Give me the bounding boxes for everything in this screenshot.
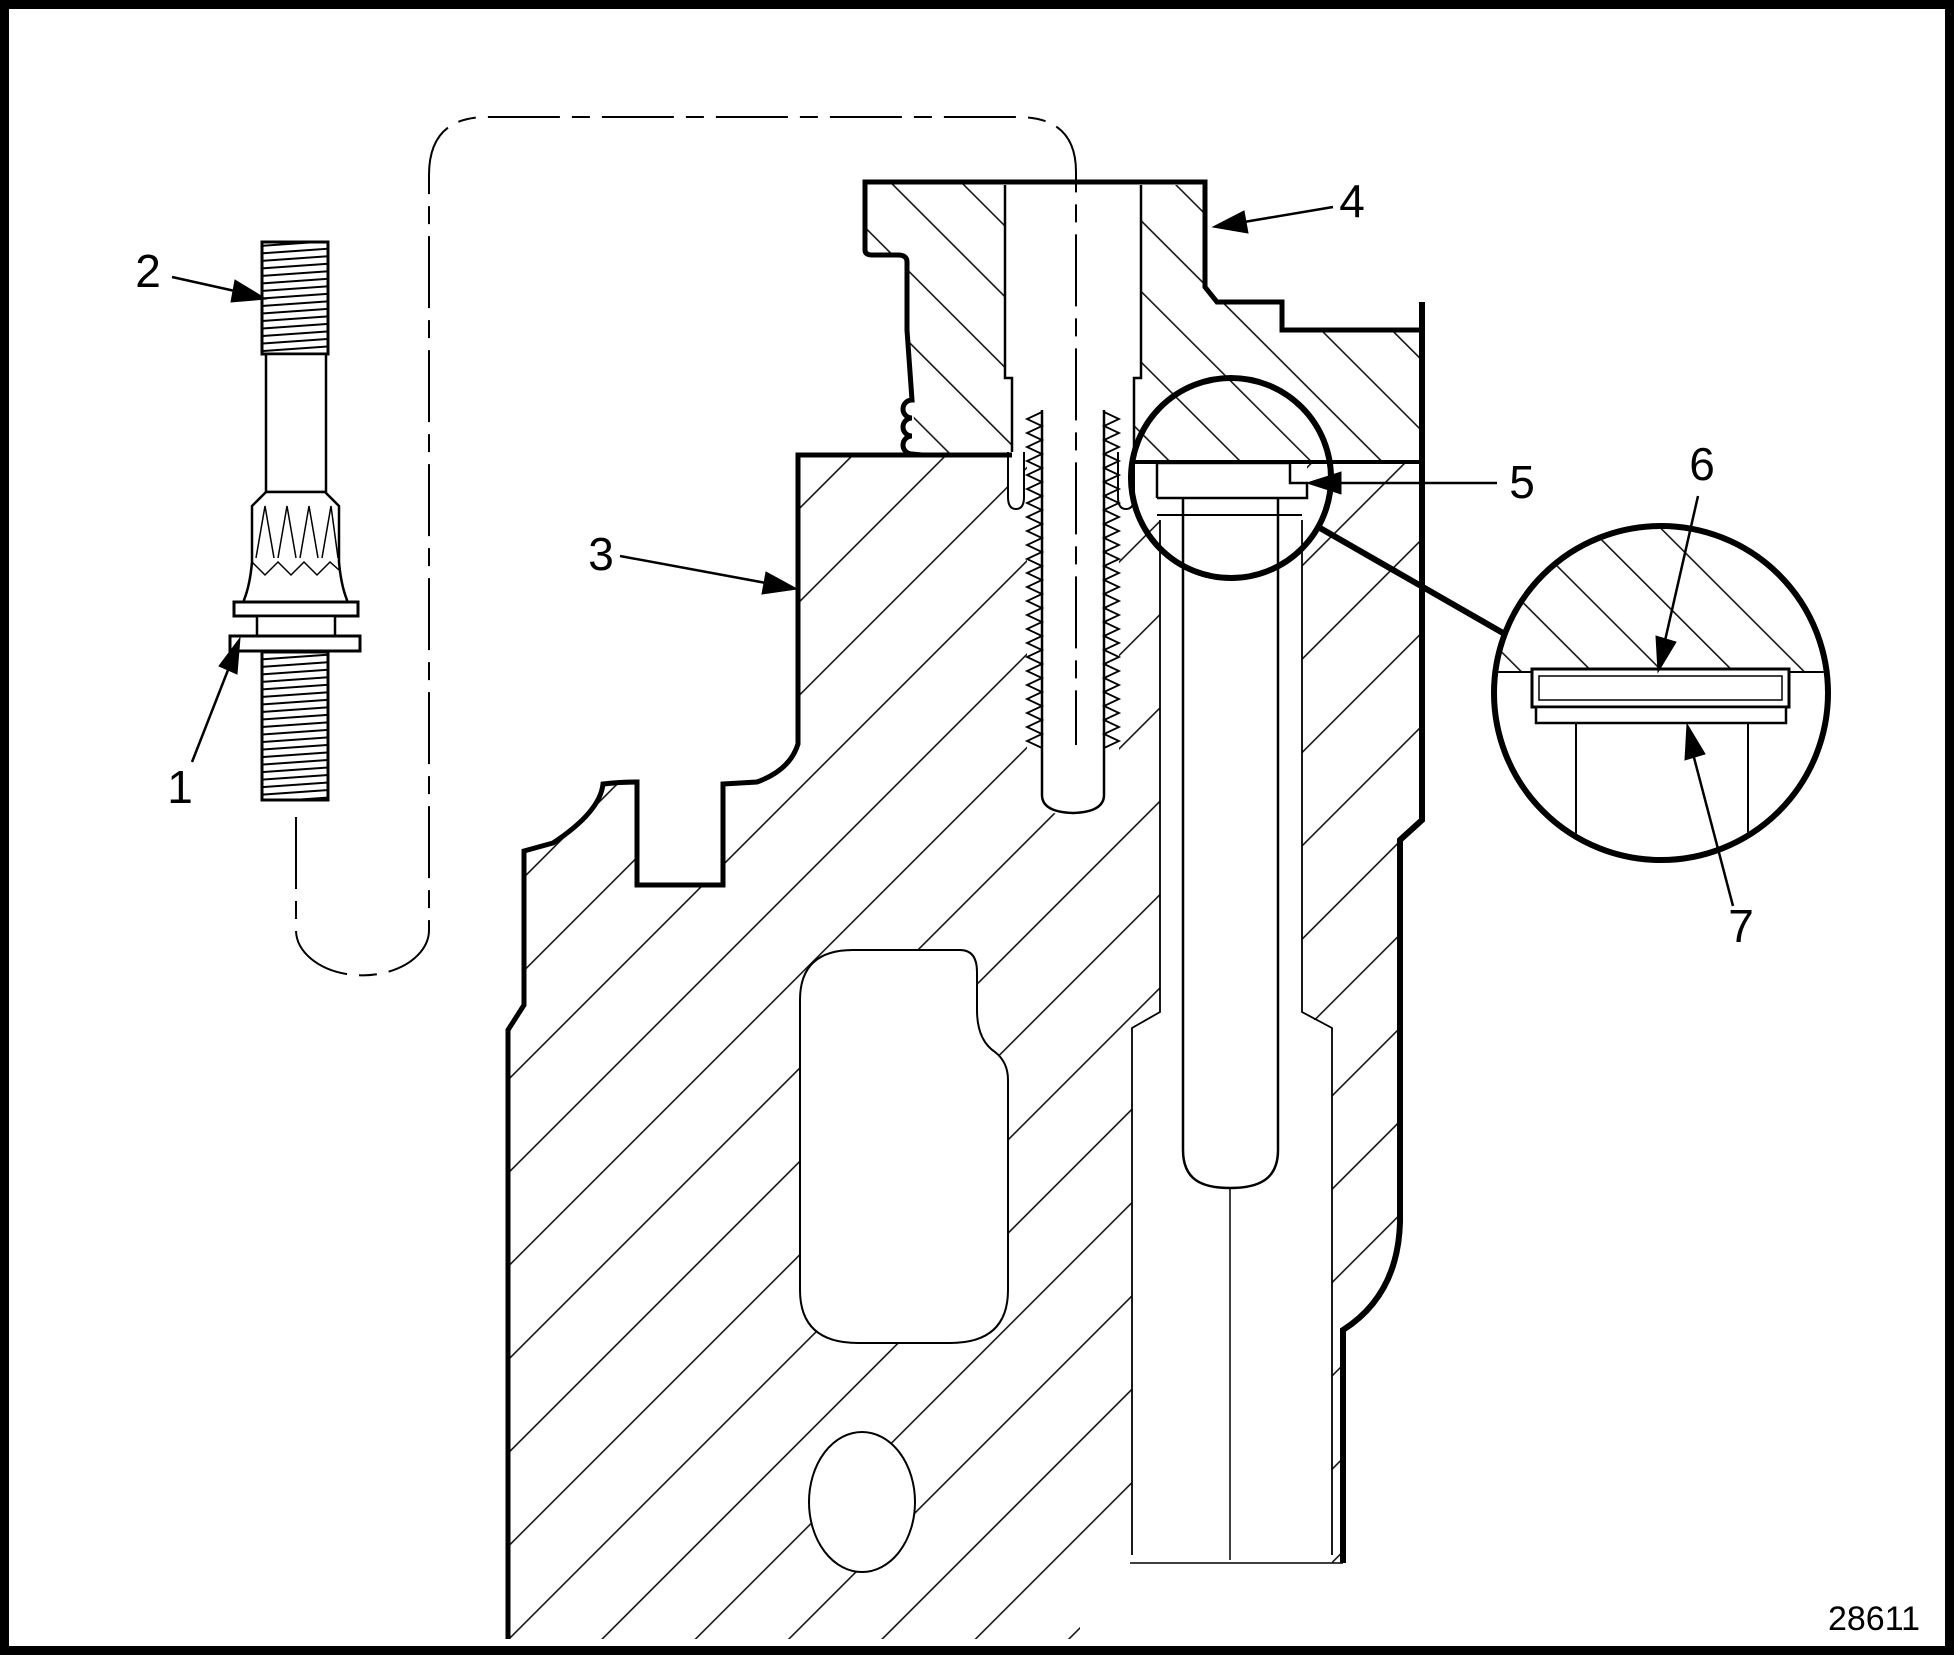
magnified-hatch-region (1497, 529, 1825, 672)
pin-channel-right-wall (1301, 520, 1333, 1555)
callout-3-label: 3 (588, 528, 614, 580)
detail-leader-line (1318, 525, 1505, 636)
pin-flange-outline (1155, 461, 1309, 500)
callout-7-label: 7 (1728, 900, 1754, 952)
callout-6-arrowhead-icon (1655, 635, 1677, 674)
callout-6-leader (1662, 495, 1700, 646)
callout-1: 1 (167, 636, 241, 813)
callout-2-leader (171, 275, 236, 293)
stud-collar (255, 614, 337, 638)
plate-item6-inner (1538, 675, 1783, 701)
figure-number: 28611 (1828, 1600, 1920, 1638)
oval-slot-cavity (799, 949, 1009, 1344)
callout-1-arrowhead-icon (218, 636, 241, 675)
plate-item6 (1530, 667, 1791, 709)
callout-5: 5 (1305, 456, 1535, 508)
threaded-bore-cavity (1027, 410, 1119, 815)
upper-component-section (865, 182, 1422, 462)
callout-5-arrowhead-icon (1305, 471, 1342, 495)
block-outline (505, 452, 1012, 1639)
callout-2-label: 2 (135, 245, 161, 297)
callout-4-leader (1243, 205, 1334, 224)
callout-7-leader (1690, 749, 1735, 907)
section-right-edge (1340, 302, 1425, 1563)
stud-lower-threads (260, 650, 330, 802)
magnified-circle-border (1491, 523, 1831, 863)
pin-channel-left-wall (1131, 520, 1161, 1555)
upper-right-mass-hatch (1134, 185, 1422, 462)
plate-item7 (1534, 705, 1788, 725)
installation-phantom-outline (295, 116, 1077, 977)
stud-drawing (228, 240, 362, 802)
slot-left-wall (1003, 185, 1014, 452)
callout-5-label: 5 (1509, 456, 1535, 508)
stud-upper-threads (260, 240, 330, 356)
upper-component-left-step (862, 249, 923, 458)
callout-4-label: 4 (1339, 175, 1365, 227)
callout-7: 7 (1684, 722, 1754, 952)
upper-left-lug-hatch (865, 182, 1012, 455)
relief-pocket-left (1007, 452, 1025, 511)
callout-6-label: 6 (1689, 438, 1715, 490)
pin-lower-channel-cavity (1132, 1020, 1332, 1563)
slot-right-wall (1132, 185, 1143, 452)
callout-2: 2 (135, 245, 268, 303)
callouts: 1 2 3 4 5 6 7 (135, 175, 1754, 952)
stud-shank (264, 352, 328, 494)
callout-1-leader (190, 669, 230, 763)
callout-2-arrowhead-icon (230, 279, 268, 303)
callout-3-arrowhead-icon (761, 571, 799, 595)
stud-washer (228, 634, 362, 653)
bore-features (1003, 185, 1143, 815)
dowel-pin-assembly (1131, 461, 1333, 1560)
callout-3: 3 (588, 528, 799, 595)
stud-flange (232, 600, 360, 618)
phantom-lines (295, 116, 1077, 977)
callout-6: 6 (1655, 438, 1715, 674)
bore-thread-right (1101, 411, 1122, 749)
callout-1-label: 1 (167, 761, 193, 813)
callout-7-arrowhead-icon (1684, 722, 1706, 761)
stud-knurl-chevrons (251, 505, 340, 577)
magnified-detail-view (1491, 523, 1831, 863)
callout-3-leader (619, 554, 767, 585)
bore-minor-walls (1040, 410, 1106, 815)
upper-component-outline (862, 179, 1422, 333)
section-outlines (505, 179, 1425, 1639)
round-hole (808, 1431, 916, 1573)
bore-thread-left (1024, 411, 1045, 749)
callout-4-arrowhead-icon (1211, 210, 1249, 234)
callout-4: 4 (1211, 175, 1365, 234)
